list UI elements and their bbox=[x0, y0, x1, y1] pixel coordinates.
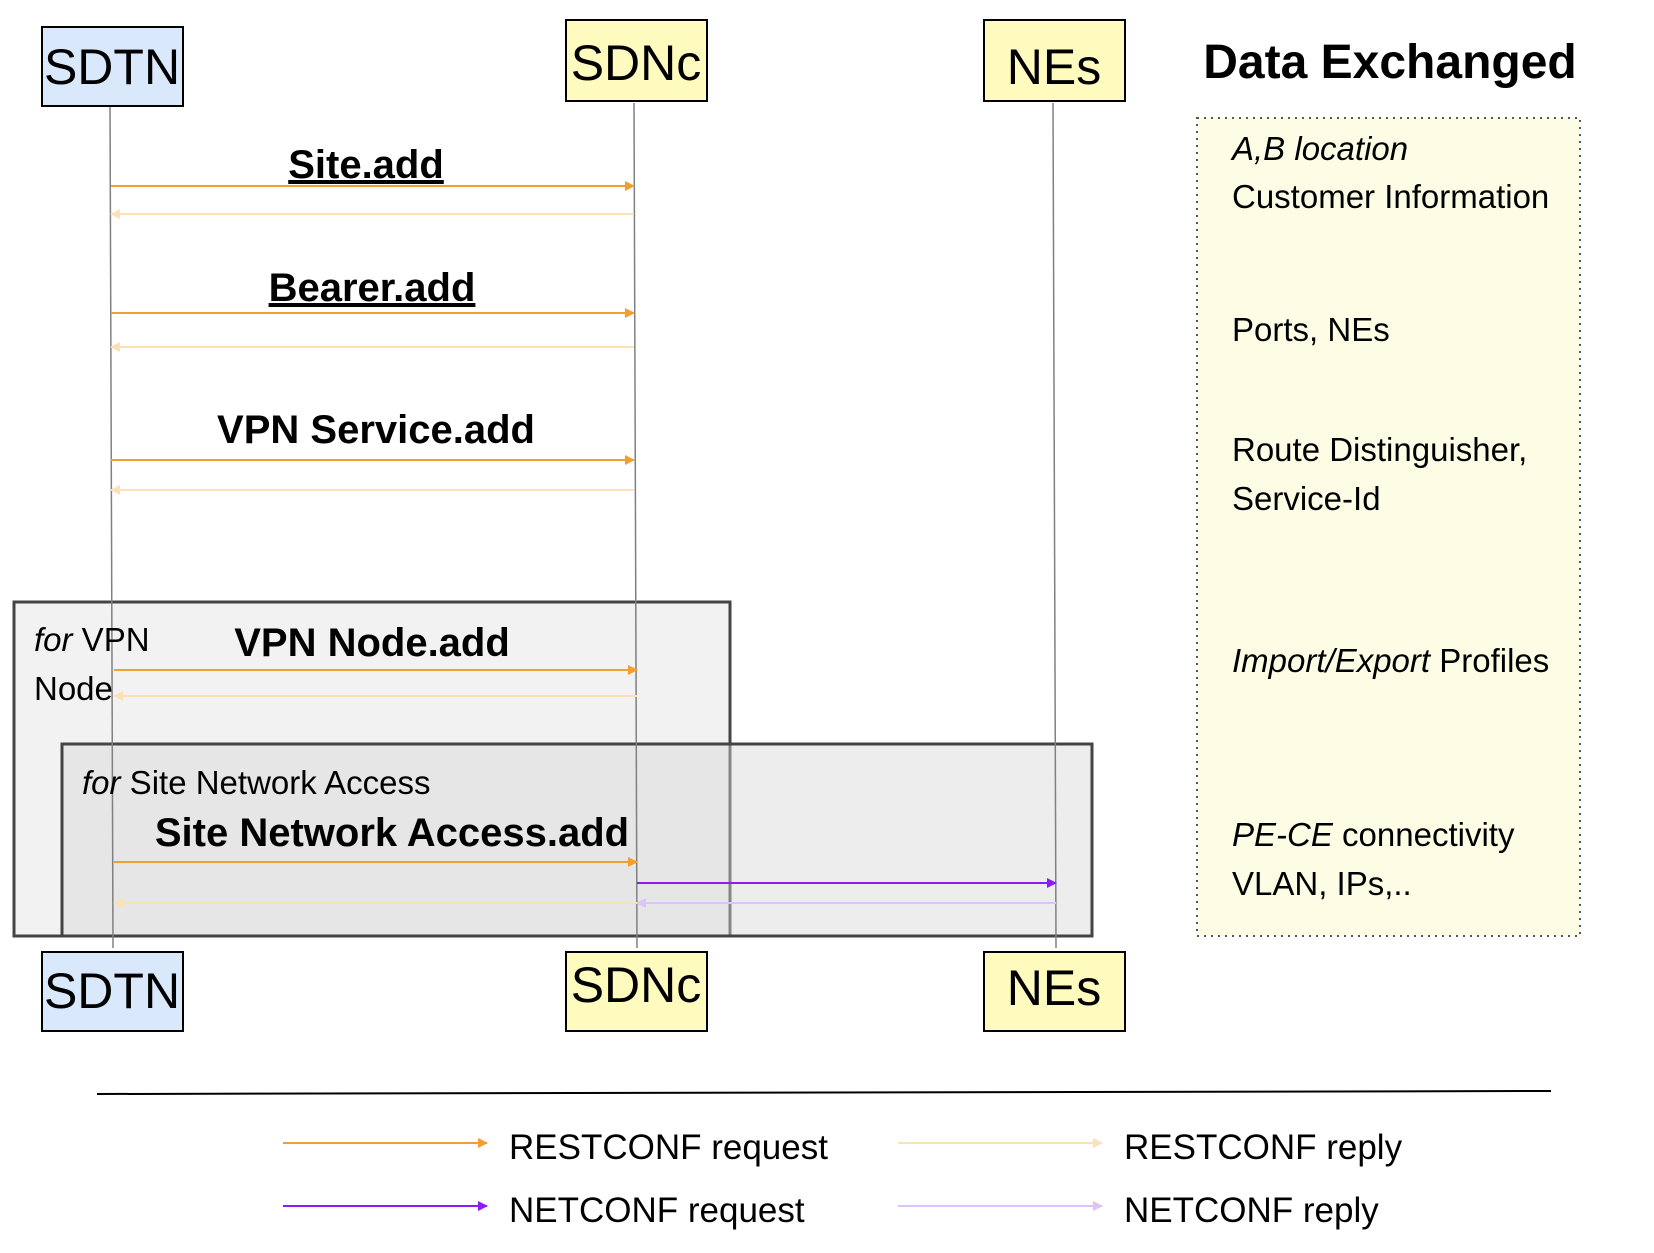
participant-sdnc-bottom: SDNc bbox=[565, 951, 708, 1032]
msg-site-network-access-add-label: Site Network Access.add bbox=[155, 811, 629, 855]
nes-lifeline bbox=[1052, 102, 1057, 949]
data-exchanged-panel bbox=[1196, 117, 1581, 937]
participant-sdnc-top: SDNc bbox=[565, 19, 708, 102]
participant-sdtn-top: SDTN bbox=[41, 26, 184, 107]
loop-site-network-access-label: for Site Network Access bbox=[82, 764, 430, 801]
participant-sdtn-bottom: SDTN bbox=[41, 951, 184, 1032]
data-exchanged-heading: Data Exchanged bbox=[1203, 36, 1576, 89]
sdtn-lifeline bbox=[109, 102, 114, 949]
participant-sdtn-label: SDTN bbox=[44, 963, 180, 1019]
participant-nes-top: NEs bbox=[983, 19, 1126, 102]
participant-nes-label: NEs bbox=[1007, 960, 1101, 1016]
loop-vpn-node-label-line2: Node bbox=[34, 670, 113, 707]
loop-vpn-node-label: for VPN bbox=[34, 621, 150, 658]
sdnc-lifeline bbox=[633, 102, 638, 949]
msg-vpn-service-add-label: VPN Service.add bbox=[217, 408, 535, 452]
data-site-customer: Customer Information bbox=[1232, 178, 1549, 215]
legend-restconf-reply-label: RESTCONF reply bbox=[1124, 1128, 1403, 1167]
legend-netconf-request-label: NETCONF request bbox=[509, 1191, 805, 1230]
legend-netconf-reply-label: NETCONF reply bbox=[1124, 1191, 1379, 1230]
data-bearer: Ports, NEs bbox=[1232, 311, 1390, 348]
msg-site-add-label: Site.add bbox=[288, 143, 444, 187]
legend-divider bbox=[96, 1090, 1552, 1095]
msg-bearer-add-label: Bearer.add bbox=[269, 266, 476, 310]
participant-nes-label: NEs bbox=[1007, 39, 1101, 95]
msg-vpn-node-add-label: VPN Node.add bbox=[234, 621, 510, 665]
data-site-location: A,B location bbox=[1230, 130, 1408, 167]
legend-restconf-request-label: RESTCONF request bbox=[509, 1128, 828, 1167]
loop-vpn-node-frame bbox=[12, 600, 732, 938]
participant-sdnc-label: SDNc bbox=[571, 957, 702, 1013]
participant-sdtn-label: SDTN bbox=[44, 39, 180, 95]
data-site-network-access-line1: PE-CE connectivity bbox=[1232, 816, 1515, 853]
data-vpn-service-line2: Service-Id bbox=[1232, 480, 1381, 517]
data-vpn-service-line1: Route Distinguisher, bbox=[1232, 431, 1527, 468]
participant-nes-bottom: NEs bbox=[983, 951, 1126, 1032]
participant-sdnc-label: SDNc bbox=[571, 35, 702, 91]
data-vpn-node: Import/Export Profiles bbox=[1232, 642, 1549, 679]
data-site-network-access-line2: VLAN, IPs,.. bbox=[1232, 865, 1412, 902]
